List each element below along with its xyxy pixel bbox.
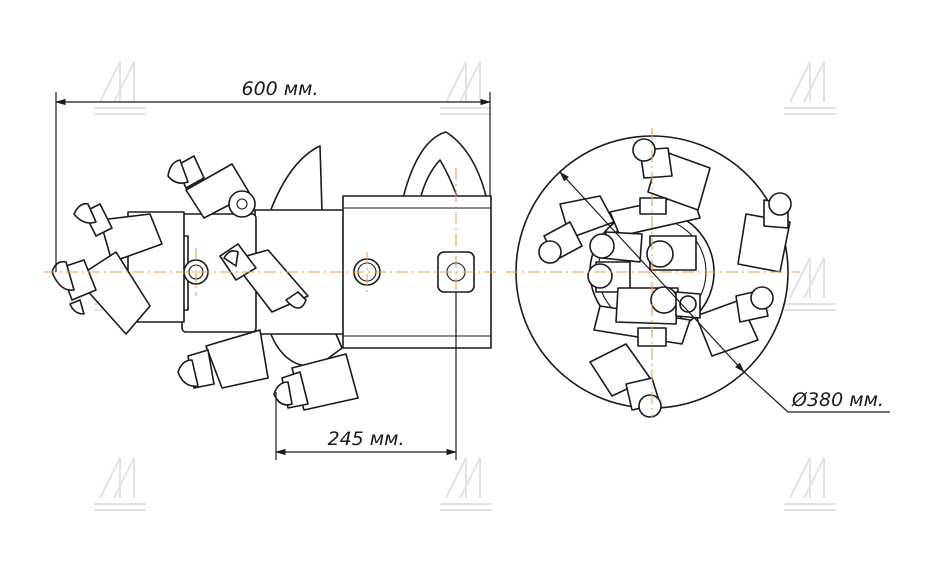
bit-upper-left <box>73 202 163 263</box>
front-bit-right <box>737 192 792 273</box>
upper-flight <box>269 145 323 213</box>
bit-bottom <box>273 353 359 411</box>
side-view <box>51 131 492 411</box>
overall-length-label: 600 мм. <box>241 78 318 100</box>
dimension-245: 245 мм. <box>274 292 458 460</box>
dimension-diameter: Ø380 мм. <box>559 171 890 413</box>
bit-center <box>219 243 309 313</box>
bit-top <box>167 155 256 219</box>
dimension-600: 600 мм. <box>54 78 492 272</box>
diameter-label: Ø380 мм. <box>791 389 884 411</box>
offset-length-label: 245 мм. <box>327 428 404 450</box>
center-nut-top <box>639 197 667 215</box>
bit-lower <box>177 329 269 389</box>
